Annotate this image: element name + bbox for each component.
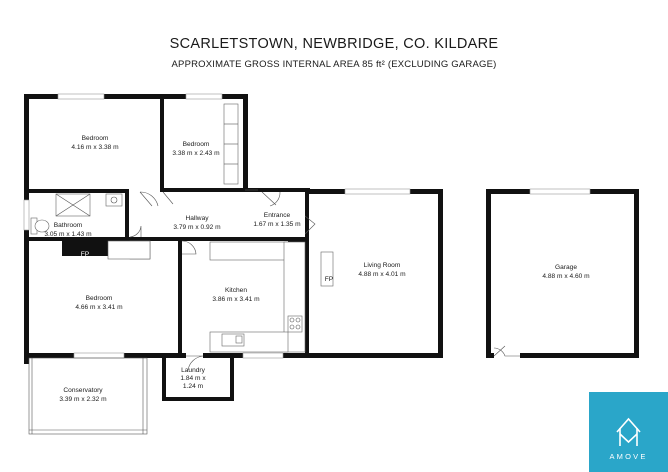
laundry-name: Laundry — [181, 367, 206, 374]
doors — [129, 189, 520, 371]
entrance-name: Entrance — [264, 212, 291, 219]
living-fireplace-label: FP — [325, 276, 334, 283]
hallway-dims: 3.79 m x 0.92 m — [173, 224, 221, 231]
kitchen-dims: 3.86 m x 3.41 m — [212, 296, 260, 303]
entrance-dims: 1.67 m x 1.35 m — [253, 221, 301, 228]
bedroom1-dims: 4.16 m x 3.38 m — [71, 144, 119, 151]
kitchen-name: Kitchen — [225, 287, 247, 294]
living-room-name: Living Room — [364, 262, 401, 269]
laundry-dims-line1: 1.84 m x — [180, 375, 206, 382]
garage-dims: 4.88 m x 4.60 m — [542, 273, 590, 280]
laundry-dims-line2: 1.24 m — [183, 383, 204, 390]
brand-name: AMOVE — [609, 452, 648, 461]
house-m-logo-icon — [616, 417, 641, 446]
bedroom3-name: Bedroom — [86, 295, 113, 302]
bedroom2-dims: 3.38 m x 2.43 m — [172, 150, 220, 157]
conservatory-dims: 3.39 m x 2.32 m — [59, 396, 107, 403]
property-address-title: SCARLETSTOWN, NEWBRIDGE, CO. KILDARE — [169, 36, 499, 52]
hallway-name: Hallway — [185, 215, 209, 222]
bathroom-dims: 3.05 m x 1.43 m — [44, 231, 92, 238]
garage-name: Garage — [555, 264, 577, 271]
fixtures — [28, 103, 334, 435]
windows — [23, 93, 591, 359]
room-labels: Bedroom 4.16 m x 3.38 m Bedroom 3.38 m x… — [44, 135, 590, 403]
amove-logo: AMOVE — [589, 392, 668, 472]
plan-header: SCARLETSTOWN, NEWBRIDGE, CO. KILDARE APP… — [0, 36, 668, 70]
bedroom1-name: Bedroom — [82, 135, 109, 142]
bathroom-name: Bathroom — [54, 222, 83, 229]
bedroom2-name: Bedroom — [183, 141, 210, 148]
conservatory-name: Conservatory — [63, 387, 103, 394]
area-subtitle: APPROXIMATE GROSS INTERNAL AREA 85 ft² (… — [171, 59, 497, 70]
bedroom-fireplace-label: FP — [81, 251, 90, 258]
bedroom3-dims: 4.66 m x 3.41 m — [75, 304, 123, 311]
living-room-dims: 4.88 m x 4.01 m — [358, 271, 406, 278]
